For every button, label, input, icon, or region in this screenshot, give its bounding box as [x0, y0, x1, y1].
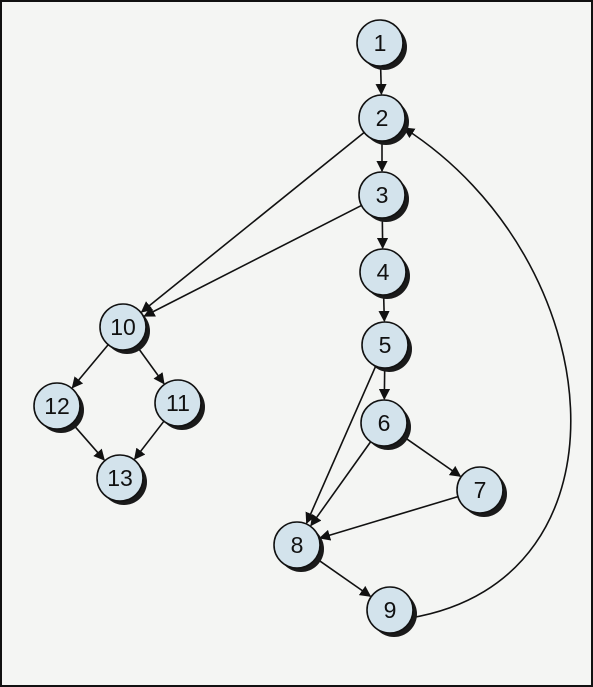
node-7-label: 7 — [474, 477, 487, 503]
edge-3-to-10 — [143, 204, 362, 317]
node-9-circle — [366, 586, 414, 634]
node-3: 3 — [358, 171, 409, 222]
node-2: 2 — [358, 94, 409, 145]
node-6-label: 6 — [378, 410, 391, 436]
node-2-circle — [358, 94, 406, 142]
node-11-label: 11 — [166, 390, 190, 416]
edge-11-to-13 — [133, 420, 165, 460]
edge-4-to-5 — [378, 294, 390, 323]
node-4-circle — [359, 248, 407, 296]
node-6: 6 — [360, 399, 411, 450]
node-10: 10 — [99, 303, 150, 354]
node-4: 4 — [359, 248, 410, 299]
edge-6-to-8 — [310, 441, 372, 527]
node-7-circle — [456, 466, 504, 514]
node-11: 11 — [154, 379, 205, 430]
edge-9-to-2 — [403, 127, 572, 619]
node-8: 8 — [273, 521, 324, 572]
edge-8-to-9 — [315, 557, 372, 597]
node-6-circle — [360, 399, 408, 447]
edge-10-to-12 — [71, 344, 109, 389]
node-10-label: 10 — [110, 314, 136, 340]
node-4-label: 4 — [377, 259, 390, 285]
node-2-label: 2 — [376, 105, 389, 131]
edges-layer — [71, 65, 572, 619]
node-12: 12 — [33, 382, 84, 433]
node-7: 7 — [456, 466, 507, 517]
node-5-circle — [361, 321, 409, 369]
node-12-label: 12 — [44, 393, 70, 419]
node-13-label: 13 — [107, 465, 133, 491]
node-11-circle — [154, 379, 202, 427]
edge-10-to-11 — [135, 345, 165, 385]
edge-12-to-13 — [71, 422, 105, 461]
node-1-label: 1 — [374, 30, 387, 56]
node-8-label: 8 — [291, 532, 304, 558]
node-9-label: 9 — [384, 597, 397, 623]
node-13: 13 — [96, 454, 147, 505]
edge-7-to-8 — [318, 495, 459, 541]
node-8-circle — [273, 521, 321, 569]
edge-1-to-2 — [375, 65, 387, 96]
node-3-circle — [358, 171, 406, 219]
edge-2-to-10 — [140, 131, 365, 313]
node-9: 9 — [366, 586, 417, 637]
node-10-circle — [99, 303, 147, 351]
node-12-circle — [33, 382, 81, 430]
node-13-circle — [96, 454, 144, 502]
node-1-circle — [356, 19, 404, 67]
edge-5-to-8 — [305, 365, 377, 525]
node-5-label: 5 — [379, 332, 392, 358]
node-1: 1 — [356, 19, 407, 70]
edge-6-to-7 — [402, 435, 462, 477]
node-3-label: 3 — [376, 182, 389, 208]
node-5: 5 — [361, 321, 412, 372]
